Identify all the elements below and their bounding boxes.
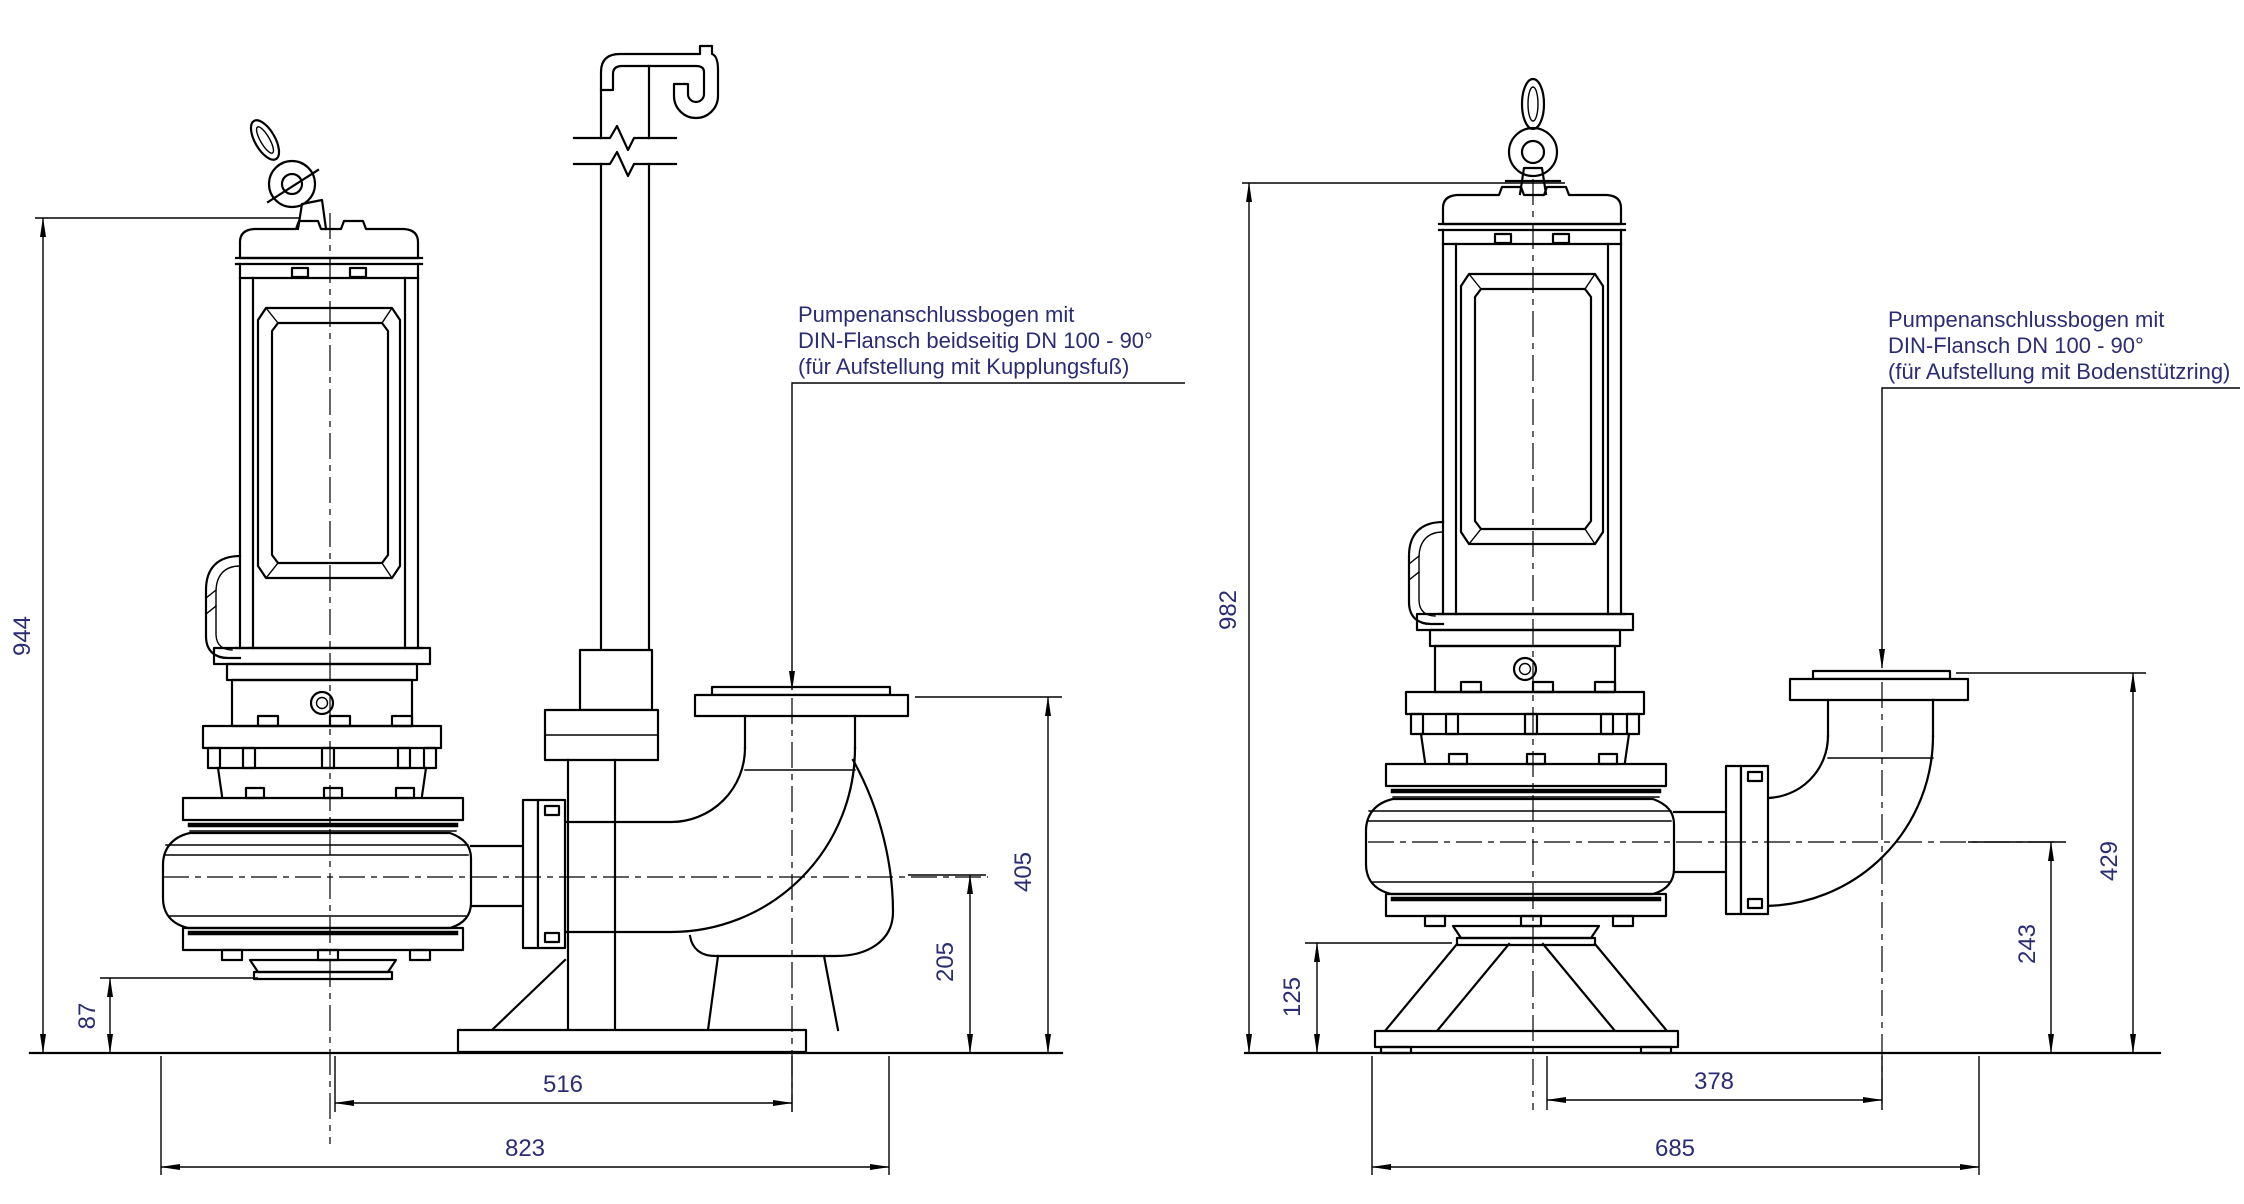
floor-support-ring bbox=[1373, 942, 1680, 1055]
dim-left-center-to-elbow: 516 bbox=[543, 1071, 583, 1098]
lifting-shackle-right bbox=[1504, 77, 1562, 196]
dim-right-discharge-center: 243 bbox=[2014, 924, 2041, 964]
annotation-right: Pumpenanschlussbogen mit DIN-Flansch DN … bbox=[1879, 307, 2240, 669]
dim-left-overall-length: 823 bbox=[505, 1135, 545, 1162]
dimensions-right: 982 125 243 429 378 685 bbox=[1215, 182, 2162, 1175]
annotation-left-line3: (für Aufstellung mit Kupplungsfuß) bbox=[798, 354, 1129, 379]
lifting-shackle-left bbox=[249, 119, 328, 231]
dim-left-total-height: 944 bbox=[9, 616, 36, 656]
annotation-leader-left bbox=[789, 382, 1185, 691]
dim-left-elbow-flange-height: 405 bbox=[1010, 852, 1037, 892]
dim-right-elbow-flange-height: 429 bbox=[2096, 841, 2123, 881]
annotation-right-line3: (für Aufstellung mit Bodenstützring) bbox=[1888, 359, 2230, 384]
left-figure-kupplungsfuss: Pumpenanschlussbogen mit DIN-Flansch bei… bbox=[9, 44, 1185, 1175]
dim-left-discharge-center: 205 bbox=[932, 942, 959, 982]
discharge-elbow-right bbox=[1761, 669, 1970, 908]
right-figure-bodenstuetzring: Pumpenanschlussbogen mit DIN-Flansch DN … bbox=[1215, 77, 2240, 1175]
annotation-leader-right bbox=[1879, 387, 2240, 669]
pump-unit-left bbox=[163, 213, 565, 1144]
annotation-left-line1: Pumpenanschlussbogen mit bbox=[798, 302, 1074, 327]
pump-unit-right bbox=[1366, 179, 1768, 1110]
dim-right-center-to-elbow: 378 bbox=[1694, 1068, 1734, 1095]
annotation-left: Pumpenanschlussbogen mit DIN-Flansch bei… bbox=[789, 302, 1185, 691]
dim-right-total-height: 982 bbox=[1215, 590, 1242, 630]
dim-right-overall-length: 685 bbox=[1655, 1135, 1695, 1162]
annotation-right-line1: Pumpenanschlussbogen mit bbox=[1888, 307, 2164, 332]
dim-right-ring-height: 125 bbox=[1279, 977, 1306, 1017]
discharge-elbow-left bbox=[565, 685, 910, 1032]
annotation-right-line2: DIN-Flansch DN 100 - 90° bbox=[1888, 333, 2144, 358]
dim-left-bottom-clearance: 87 bbox=[74, 1003, 101, 1030]
guide-rail-pipe bbox=[572, 44, 720, 652]
annotation-left-line2: DIN-Flansch beidseitig DN 100 - 90° bbox=[798, 328, 1153, 353]
dimensions-left: 944 87 205 405 516 823 bbox=[9, 217, 1064, 1175]
coupling-foot bbox=[456, 648, 808, 1054]
